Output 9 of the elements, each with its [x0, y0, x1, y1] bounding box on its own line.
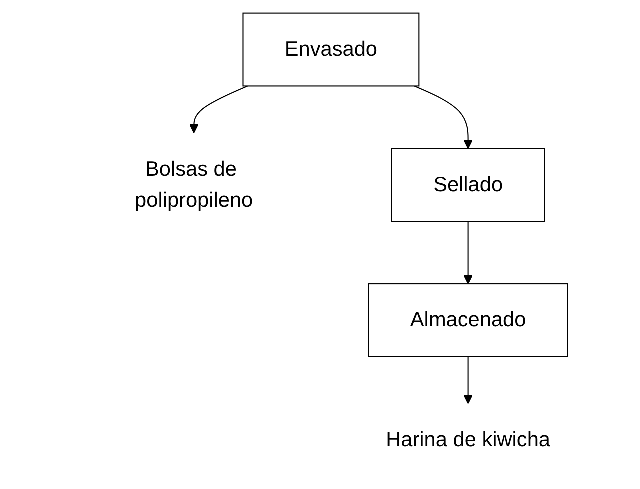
arrow	[189, 85, 248, 133]
node-box: Envasado	[242, 12, 420, 86]
node-box: Almacenado	[368, 283, 568, 357]
node-box: Sellado	[391, 148, 545, 222]
node-text: Bolsas de polipropileno	[134, 158, 253, 212]
arrow	[464, 221, 473, 284]
node-text: Harina de kiwicha	[386, 428, 550, 452]
arrow	[414, 85, 473, 149]
arrow	[464, 356, 473, 404]
